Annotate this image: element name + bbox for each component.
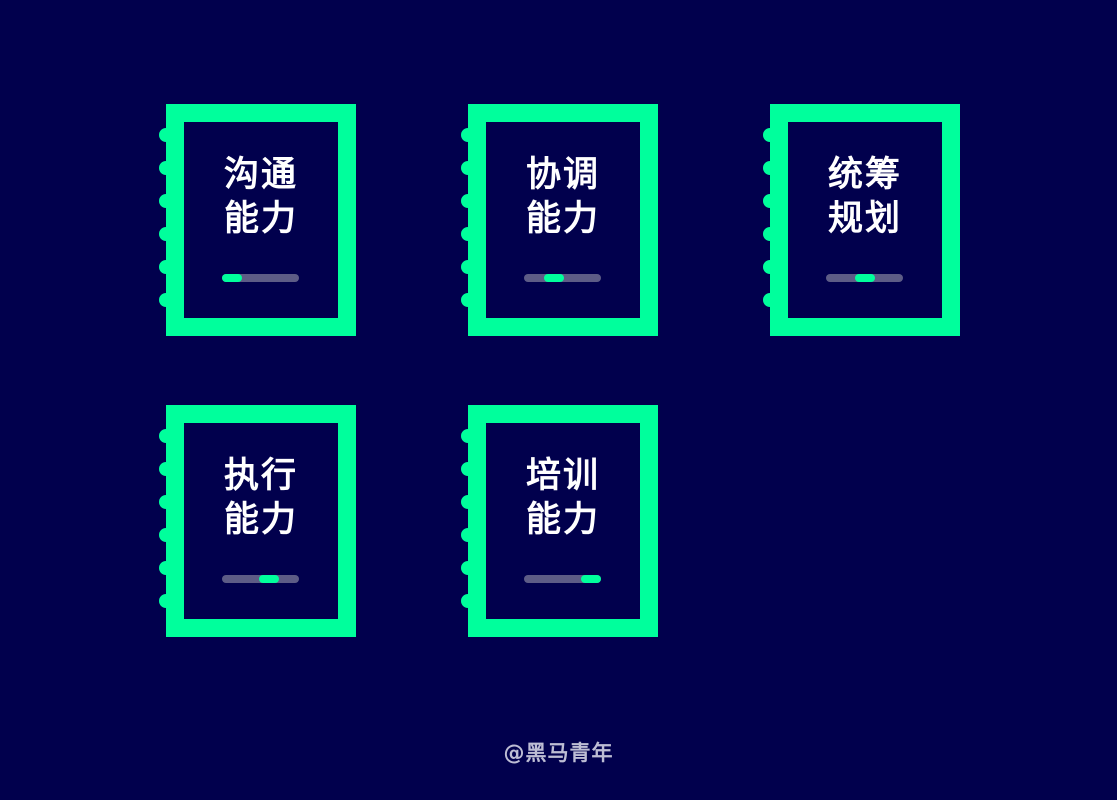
progress-track (524, 575, 601, 583)
card-title-line1: 沟通 (223, 155, 298, 195)
stamp-frame-icon (159, 104, 356, 336)
stamp-frame-icon (461, 104, 658, 336)
stamp-frame-shape (461, 405, 658, 637)
stamp-frame-icon (159, 405, 356, 637)
stamp-frame-shape (159, 104, 356, 336)
card-title: 执行能力 (184, 454, 338, 542)
progress-track (826, 274, 903, 282)
card-title-line2: 能力 (223, 500, 298, 540)
progress-indicator (855, 274, 875, 282)
card-title-line2: 能力 (525, 199, 600, 239)
stamp-frame-shape (763, 104, 960, 336)
stamp-frame-shape (159, 405, 356, 637)
card-title-line2: 能力 (223, 199, 298, 239)
card-title: 协调能力 (486, 153, 640, 241)
progress-track (222, 575, 299, 583)
progress-indicator (581, 575, 601, 583)
card-training: 培训能力 (460, 405, 658, 637)
stamp-frame-icon (461, 405, 658, 637)
card-title: 培训能力 (486, 454, 640, 542)
card-title-line1: 执行 (223, 456, 298, 496)
progress-track (524, 274, 601, 282)
watermark-text: @黑马青年 (503, 741, 614, 765)
stamp-frame-shape (461, 104, 658, 336)
card-coordination: 协调能力 (460, 104, 658, 336)
card-execution: 执行能力 (158, 405, 356, 637)
card-title-line1: 培训 (525, 456, 600, 496)
card-title: 统筹规划 (788, 153, 942, 241)
progress-indicator (259, 575, 279, 583)
card-title-line1: 协调 (525, 155, 600, 195)
stamp-frame-icon (763, 104, 960, 336)
card-title-line2: 能力 (525, 500, 600, 540)
card-communication: 沟通能力 (158, 104, 356, 336)
progress-track (222, 274, 299, 282)
card-title-line1: 统筹 (827, 155, 902, 195)
card-planning: 统筹规划 (762, 104, 960, 336)
card-title-line2: 规划 (827, 199, 902, 239)
progress-indicator (222, 274, 242, 282)
progress-indicator (544, 274, 564, 282)
card-title: 沟通能力 (184, 153, 338, 241)
